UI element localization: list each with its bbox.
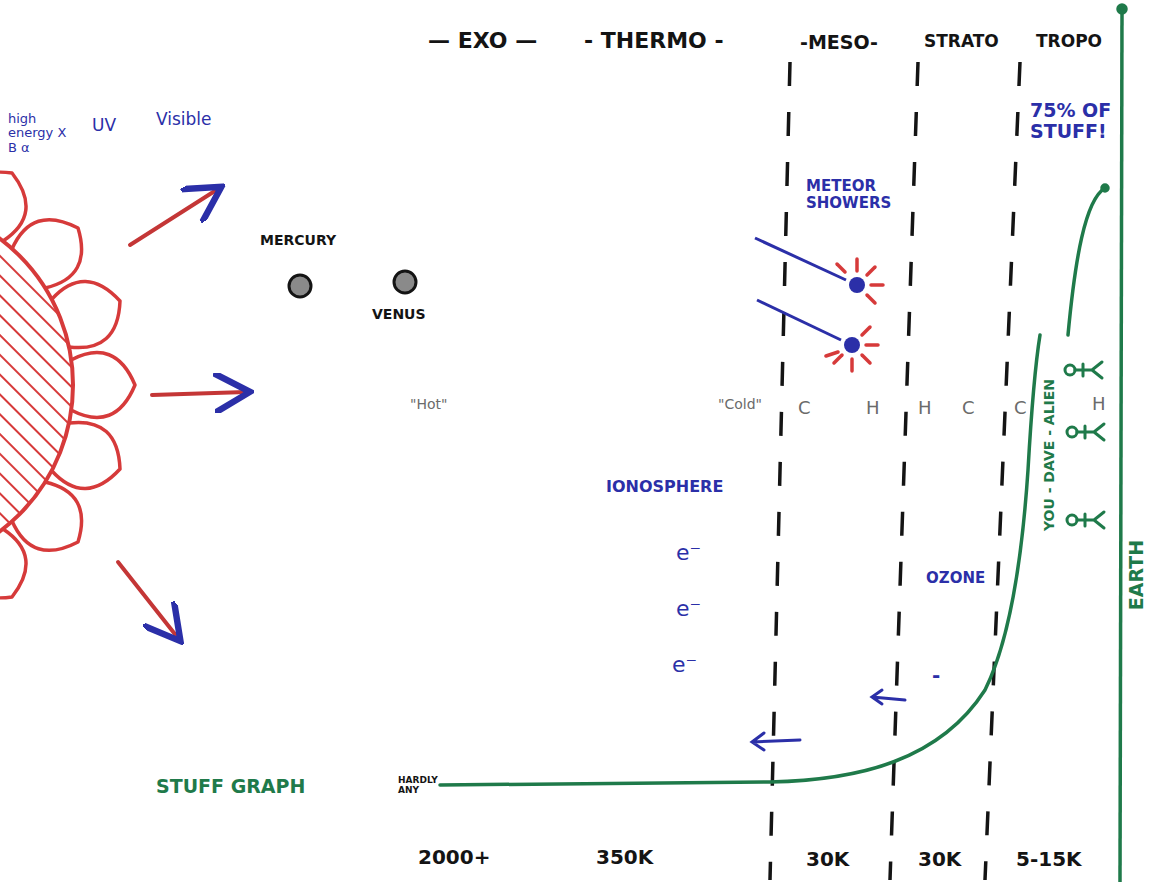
density-curve — [1068, 188, 1105, 335]
burst-ray — [837, 264, 845, 272]
density-curve — [440, 335, 1040, 785]
meteor-trail — [755, 238, 846, 280]
radiation-label: Visible — [156, 110, 212, 130]
layer-name: STRATO — [924, 32, 999, 52]
earth-line — [1120, 12, 1122, 882]
earth-line-end — [1118, 5, 1126, 13]
temperature-note: "Hot" — [410, 396, 447, 412]
temperature-value: 30K — [806, 848, 849, 871]
burst-ray — [855, 259, 859, 271]
stuff-graph — [440, 185, 1108, 785]
meteor — [849, 277, 865, 293]
boundary-line — [985, 62, 1020, 880]
graph-title: STUFF GRAPH — [156, 776, 305, 798]
planet-mercury — [289, 275, 311, 297]
sun-ray — [52, 422, 120, 488]
burst-ray — [862, 327, 870, 335]
sun-rays — [0, 172, 135, 598]
electron-symbol: e⁻ — [676, 540, 701, 565]
density-note: 75% OF STUFF! — [1030, 100, 1116, 142]
temperature-letter: H — [1092, 394, 1106, 415]
layer-name: TROPO — [1036, 32, 1102, 52]
radiation-arrows — [118, 189, 246, 638]
meteor-label: METEOR SHOWERS — [806, 178, 902, 211]
drift-arrows — [752, 690, 905, 750]
radiation-arrow — [118, 562, 178, 638]
drift-arrow — [752, 733, 800, 750]
radiation-label: UV — [92, 116, 116, 136]
burst-ray — [866, 343, 878, 347]
layer-name: -MESO- — [800, 32, 878, 54]
sun-ray — [71, 353, 135, 418]
graph-note: HARDLY ANY — [398, 776, 436, 796]
burst-ray — [850, 359, 854, 371]
electron-symbol: e⁻ — [676, 596, 701, 621]
radiation-arrow — [152, 392, 246, 395]
electron-symbol: e⁻ — [672, 652, 697, 677]
sun-ray — [52, 281, 120, 347]
ozone-label: OZONE — [926, 570, 985, 587]
temperature-letter: H — [866, 398, 880, 419]
sun-ray — [12, 220, 82, 288]
temperature-letter: C — [962, 398, 975, 419]
temperature-note: "Cold" — [718, 396, 762, 412]
layer-boundaries — [770, 62, 1020, 880]
temperature-value: 2000+ — [418, 846, 490, 869]
burst-ray — [867, 295, 875, 303]
sun-ray — [0, 529, 26, 598]
burst-ray — [862, 355, 870, 363]
planet-venus — [394, 271, 416, 293]
drift-arrow — [872, 690, 905, 704]
meteor-trail — [757, 300, 841, 340]
earth-label: EARTH — [1126, 540, 1148, 610]
meteor — [844, 337, 860, 353]
people-label: YOU - DAVE - ALIEN — [1041, 379, 1057, 531]
planet-label: VENUS — [372, 306, 426, 322]
burst-ray — [871, 283, 883, 287]
burst-ray — [834, 355, 842, 363]
ionosphere-label: IONOSPHERE — [606, 478, 723, 496]
figure-body — [1077, 512, 1104, 528]
figure-body — [1075, 362, 1102, 378]
meteor-trails — [755, 238, 846, 340]
curve-end — [1102, 185, 1108, 191]
radiation-arrow — [130, 189, 218, 245]
layer-name: - THERMO - — [584, 28, 724, 53]
temperature-value: 5-15K — [1016, 848, 1082, 871]
charge-mark: - — [932, 664, 940, 687]
earth-surface — [1118, 5, 1126, 882]
temperature-letter: H — [918, 398, 932, 419]
sun-body — [0, 202, 73, 568]
figure-body — [1077, 424, 1104, 440]
sun-ray — [12, 482, 82, 550]
temperature-value: 30K — [918, 848, 961, 871]
planets — [289, 271, 416, 297]
radiation-label: high energy X B α — [8, 112, 74, 155]
boundary-line — [770, 62, 790, 880]
meteor-burst — [826, 259, 883, 371]
stick-figures — [1065, 362, 1104, 528]
sun — [0, 172, 135, 598]
burst-ray — [826, 352, 838, 356]
planet-label: MERCURY — [260, 232, 336, 248]
burst-ray — [867, 267, 875, 275]
temperature-value: 350K — [596, 846, 653, 869]
temperature-letter: C — [1014, 398, 1027, 419]
temperature-letter: C — [798, 398, 811, 419]
meteors — [755, 238, 883, 371]
layer-name: — EXO — — [428, 28, 537, 53]
